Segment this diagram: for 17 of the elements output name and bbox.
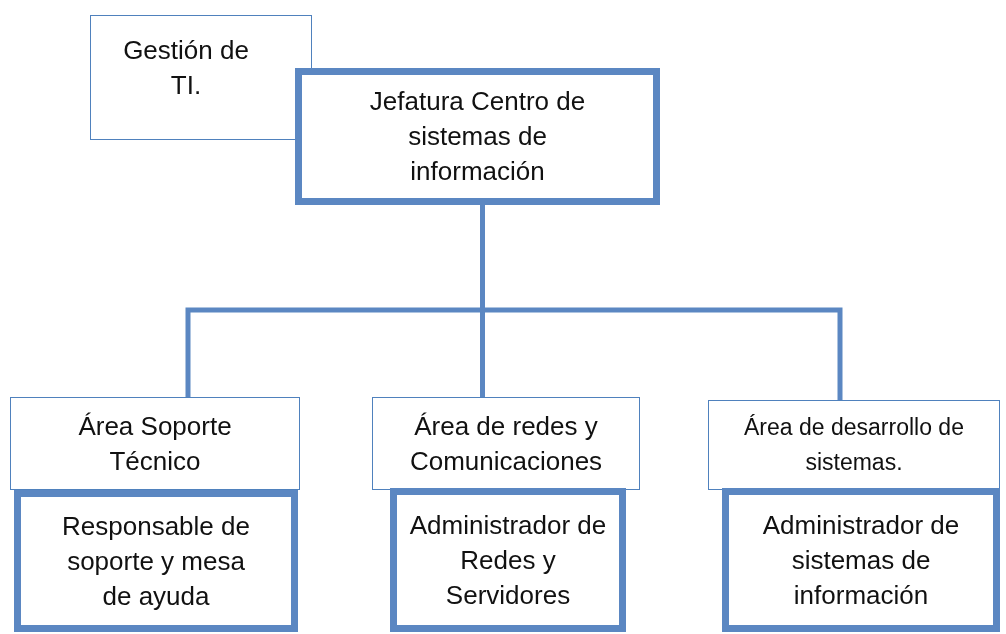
role-box bbox=[722, 488, 1000, 632]
box-text: Área de redes y Comunicaciones bbox=[408, 409, 604, 478]
connector-line bbox=[480, 205, 843, 400]
box-text: Jefatura Centro de sistemas de información bbox=[368, 85, 587, 188]
box-text: Administrador de Redes y Servidores bbox=[408, 508, 608, 612]
area-box bbox=[372, 397, 640, 490]
box-text: Administrador de sistemas de información bbox=[761, 508, 961, 612]
box-text: Responsable de soporte y mesa de ayuda bbox=[61, 509, 251, 613]
area-box bbox=[90, 15, 312, 140]
area-box bbox=[708, 400, 1000, 490]
box-text: Área Soporte Técnico bbox=[77, 409, 233, 478]
box-text: Área de desarrollo de sistemas. bbox=[743, 413, 965, 477]
area-box bbox=[10, 397, 300, 490]
role-box bbox=[14, 490, 298, 632]
role-box bbox=[295, 68, 660, 205]
role-box bbox=[390, 488, 626, 632]
box-text: Gestión de TI. bbox=[122, 33, 250, 102]
